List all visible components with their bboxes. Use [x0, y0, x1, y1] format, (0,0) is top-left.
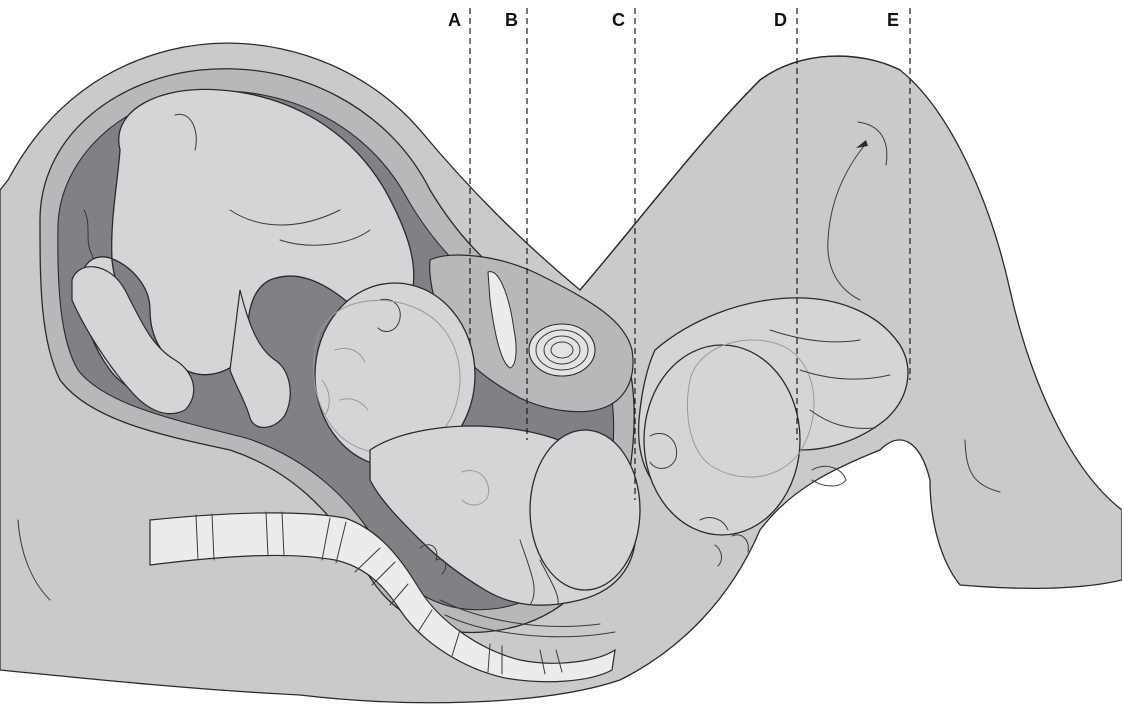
station-labels: A B C D E [448, 10, 899, 30]
station-label-c: C [612, 10, 625, 30]
pubic-bone-outer [529, 324, 595, 376]
station-label-d: D [774, 10, 787, 30]
fetus-middle-head [530, 430, 640, 590]
station-label-a: A [448, 10, 461, 30]
fetus-lower-head [644, 345, 800, 535]
station-label-b: B [505, 10, 518, 30]
station-label-e: E [887, 10, 899, 30]
